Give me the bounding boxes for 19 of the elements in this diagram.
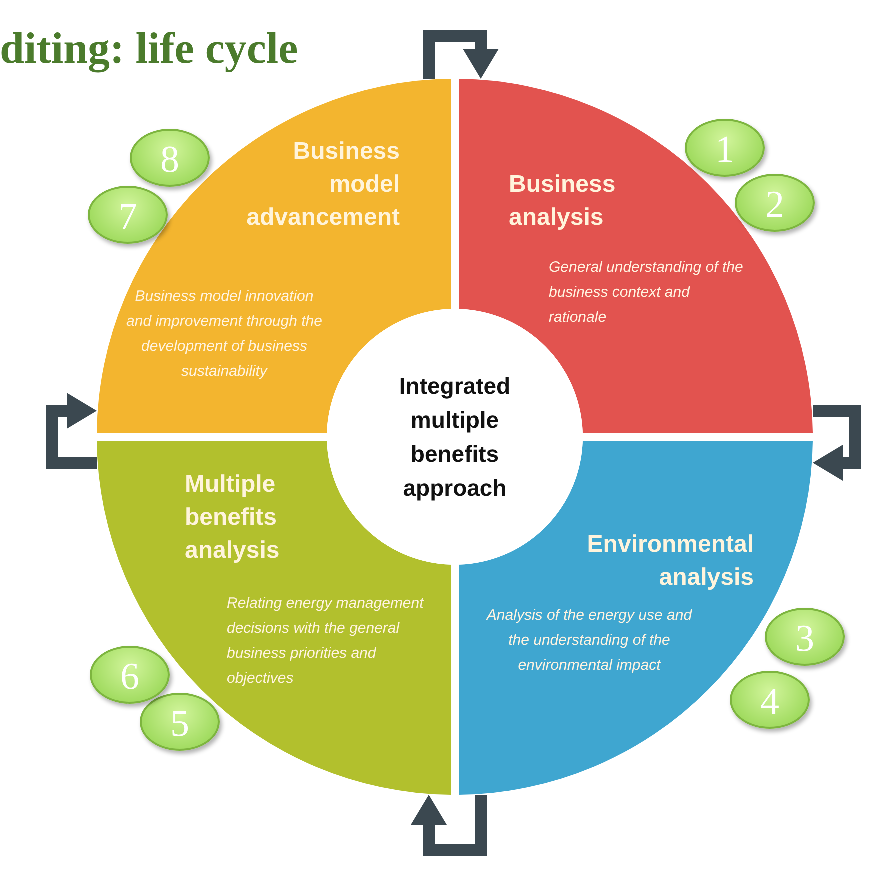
step-number-oval: 4 [730, 671, 810, 729]
step-number-oval: 2 [735, 174, 815, 232]
center-label: Integrated multiple benefits approach [398, 372, 512, 503]
segment-heading: Business model advancement [246, 137, 400, 233]
segment-heading: Multiple benefits analysis [185, 470, 281, 566]
step-number-oval: 3 [765, 608, 845, 666]
step-number-oval: 7 [88, 186, 168, 244]
segment-heading: Business analysis [509, 170, 617, 233]
step-number-oval: 1 [685, 119, 765, 177]
segment-description: Analysis of the energy use and the understanding of the environmental impact [485, 606, 694, 676]
segment-heading: Environmental analysis [586, 530, 754, 593]
step-number-oval: 5 [140, 693, 220, 751]
title: diting: life cycle [0, 24, 298, 74]
step-number-oval: 6 [90, 646, 170, 704]
step-number-oval: 8 [130, 129, 210, 187]
segment-description: General understanding of the business context and rationale [549, 258, 744, 328]
arrow [411, 795, 487, 856]
segment-description: Relating energy management decisions with the general business priorities and objectives [227, 594, 426, 689]
segment-description: Business model innovation and improvement through the development of business sustainability [126, 287, 324, 382]
